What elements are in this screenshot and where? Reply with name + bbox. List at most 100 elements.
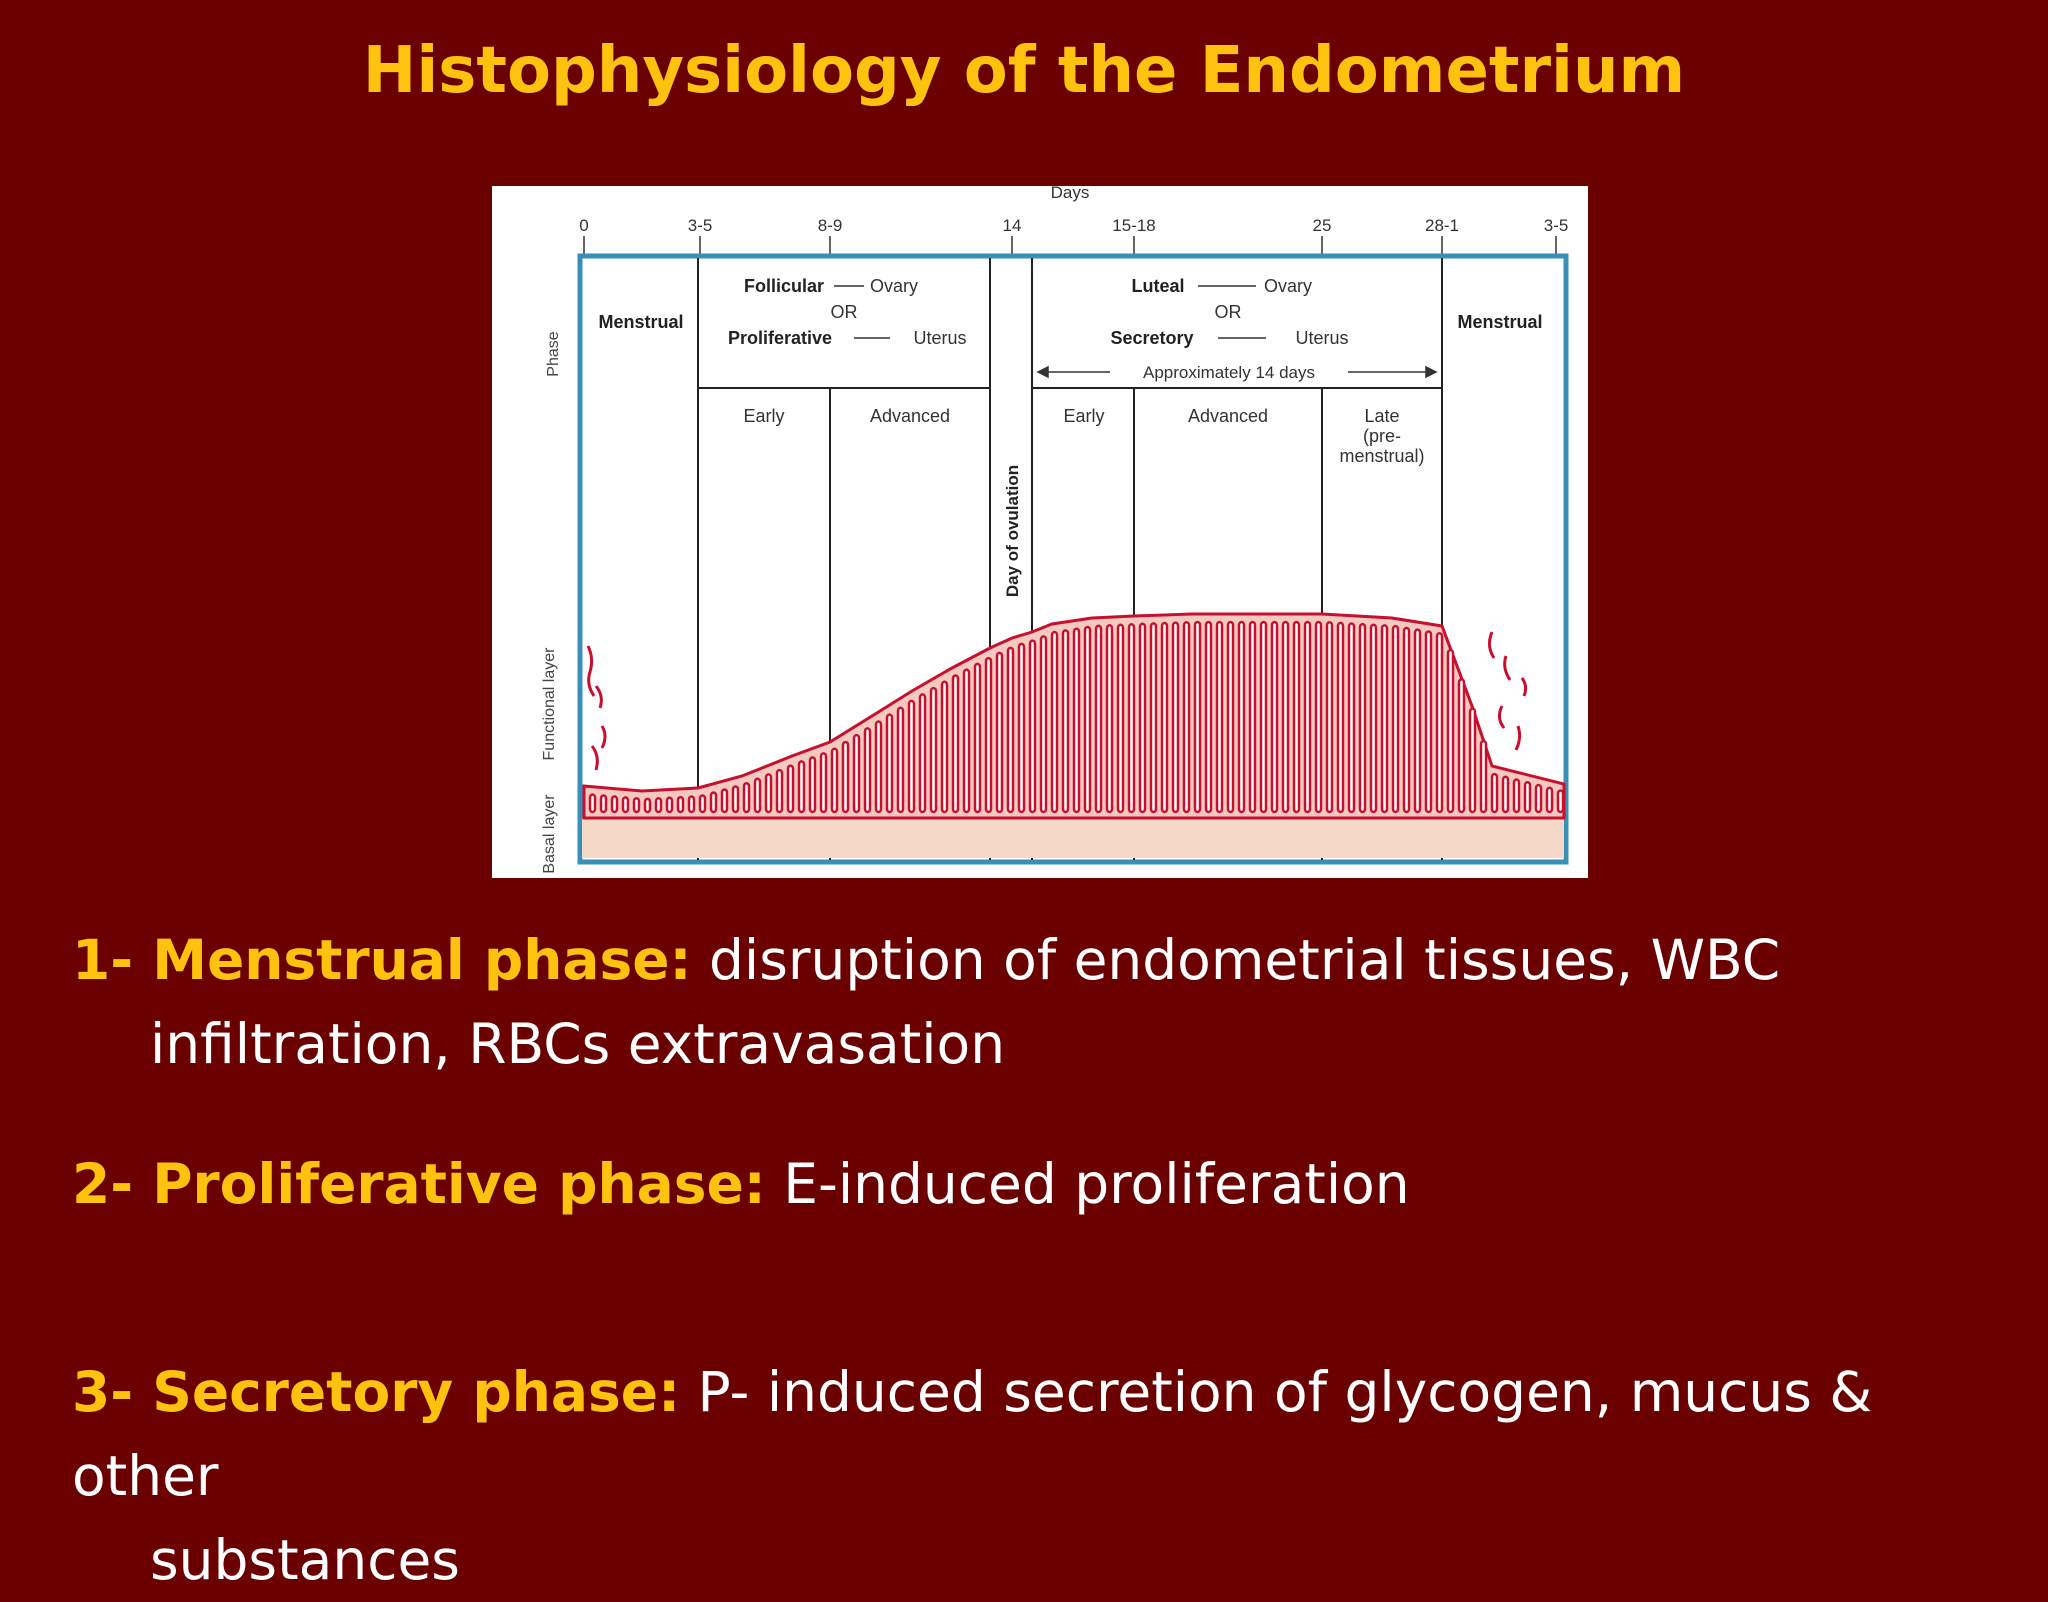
subphase-advanced: Advanced	[1188, 406, 1268, 426]
gland	[896, 706, 905, 814]
bullet-proliferative: 2- Proliferative phase: E-induced prolif…	[72, 1142, 2002, 1226]
gland	[1039, 635, 1048, 814]
gland	[1391, 624, 1400, 814]
phase-menstrual-left: Menstrual	[598, 312, 683, 332]
gland	[764, 773, 773, 814]
tick-label: 25	[1313, 216, 1332, 235]
gland	[1160, 621, 1169, 814]
gland	[1270, 620, 1279, 814]
bullet-heading: 3- Secretory phase:	[72, 1360, 681, 1424]
tick-label: 8-9	[818, 216, 843, 235]
gland	[1303, 620, 1312, 814]
gland	[621, 796, 630, 814]
gland	[918, 693, 927, 814]
phase-luteal: Luteal	[1131, 276, 1184, 296]
subphase-late: Late	[1364, 406, 1399, 426]
gland	[1358, 622, 1367, 814]
gland	[1457, 678, 1466, 814]
bullet-text: E-induced proliferation	[765, 1152, 1410, 1216]
gland	[665, 796, 674, 814]
basal-layer-band	[582, 818, 1564, 858]
phase-proliferative: Proliferative	[728, 328, 832, 348]
gland	[1171, 621, 1180, 814]
gland	[819, 752, 828, 814]
gland	[1017, 642, 1026, 814]
gland	[698, 794, 707, 814]
gland	[687, 795, 696, 814]
gland	[599, 794, 608, 814]
gland	[1556, 789, 1565, 814]
bullet-menstrual: 1- Menstrual phase: disruption of endome…	[72, 918, 2002, 1086]
gland	[1226, 620, 1235, 814]
gland	[1149, 622, 1158, 814]
gland	[874, 720, 883, 814]
gland	[1402, 626, 1411, 814]
bullet-text: disruption of endometrial tissues, WBC	[691, 928, 1781, 992]
tick-label: 3-5	[1544, 216, 1569, 235]
gland	[973, 662, 982, 814]
gland	[1413, 628, 1422, 814]
gland	[1259, 620, 1268, 814]
bullet-heading: 1- Menstrual phase:	[72, 928, 692, 992]
phase-menstrual-right: Menstrual	[1457, 312, 1542, 332]
tick-label: 0	[579, 216, 588, 235]
diagram-svg: Days 0 3-5 8-9 14 15-18 25 28-1 3-5 Phas…	[541, 186, 1569, 874]
gland	[830, 747, 839, 814]
subphase-advanced: Advanced	[870, 406, 950, 426]
gland	[1028, 639, 1037, 814]
gland	[1380, 624, 1389, 814]
gland	[1127, 622, 1136, 814]
bullet-text: P- induced secretion of glycogen, mucus …	[72, 1360, 1873, 1508]
or-label: OR	[831, 302, 858, 322]
proliferative-organ: Uterus	[913, 328, 966, 348]
gland	[1435, 631, 1444, 814]
gland	[1314, 620, 1323, 814]
gland	[1094, 624, 1103, 814]
secretory-organ: Uterus	[1295, 328, 1348, 348]
gland	[720, 788, 729, 814]
gland	[1501, 775, 1510, 814]
gland	[984, 656, 993, 814]
gland	[1083, 625, 1092, 814]
gland	[709, 791, 718, 814]
gland	[643, 797, 652, 814]
gland	[742, 781, 751, 814]
gland-outlines	[588, 620, 1565, 814]
gland	[1050, 630, 1059, 814]
gland	[1138, 622, 1147, 814]
gland	[940, 680, 949, 814]
or-label: OR	[1215, 302, 1242, 322]
bullet-continuation: infiltration, RBCs extravasation	[150, 1012, 1006, 1076]
gland	[852, 733, 861, 814]
gland	[1281, 620, 1290, 814]
gland	[1248, 620, 1257, 814]
gland	[1072, 627, 1081, 814]
gland	[1512, 778, 1521, 814]
gland	[1347, 622, 1356, 814]
gland	[1182, 621, 1191, 814]
gland	[1204, 620, 1213, 814]
endometrium-cycle-diagram: Days 0 3-5 8-9 14 15-18 25 28-1 3-5 Phas…	[492, 186, 1588, 878]
gland	[1325, 621, 1334, 814]
tick-label: 14	[1003, 216, 1022, 235]
gland	[863, 727, 872, 814]
subphase-late: menstrual)	[1339, 446, 1424, 466]
bullet-continuation: substances	[150, 1528, 460, 1592]
gland	[808, 756, 817, 814]
gland	[588, 793, 597, 814]
slide-title: Histophysiology of the Endometrium	[362, 34, 1686, 108]
gland	[1369, 623, 1378, 814]
luteal-organ: Ovary	[1264, 276, 1312, 296]
gland	[1479, 739, 1488, 814]
gland	[951, 674, 960, 814]
gland	[731, 785, 740, 814]
gland	[775, 768, 784, 814]
gland	[786, 764, 795, 814]
gland	[632, 797, 641, 814]
gland	[907, 699, 916, 814]
bullet-secretory: 3- Secretory phase: P- induced secretion…	[72, 1350, 2002, 1602]
row-label-phase: Phase	[545, 331, 562, 376]
gland	[1105, 624, 1114, 814]
diagram-frame	[577, 253, 1569, 865]
tick-label: 3-5	[688, 216, 713, 235]
